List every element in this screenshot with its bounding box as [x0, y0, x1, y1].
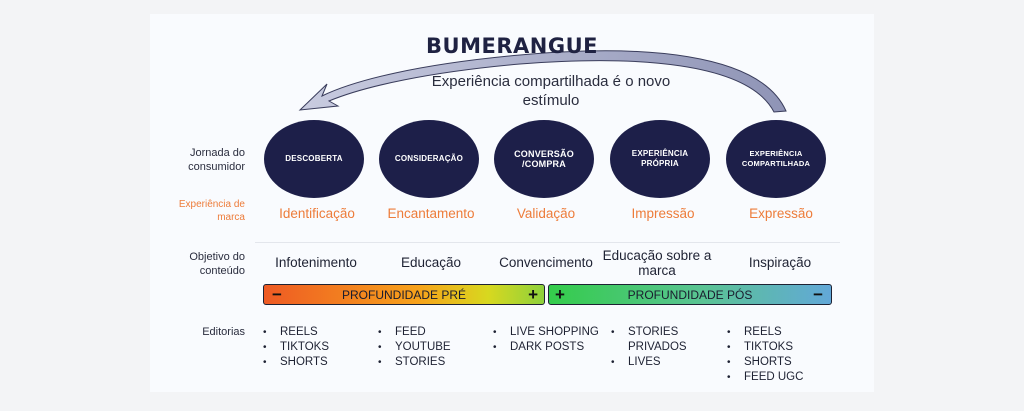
objective-inspiracao: Inspiração: [748, 255, 812, 270]
depth-bar-pos: + PROFUNDIDADE PÓS −: [548, 284, 832, 305]
brand-exp-identificacao: Identificação: [279, 206, 355, 221]
editorial-list-experiencia-propria: STORIES PRIVADOS LIVES: [611, 325, 711, 370]
list-item: DARK POSTS: [493, 340, 599, 355]
list-item: YOUTUBE: [378, 340, 451, 355]
list-item: STORIES PRIVADOS: [611, 325, 711, 355]
editorial-list-experiencia-compartilhada: REELS TIKTOKS SHORTS FEED UGC: [727, 325, 803, 385]
minus-icon: −: [272, 285, 282, 304]
list-item: TIKTOKS: [263, 340, 329, 355]
list-item: REELS: [727, 325, 803, 340]
depth-bar-pre: − PROFUNDIDADE PRÉ +: [263, 284, 545, 305]
brand-exp-validacao: Validação: [516, 206, 576, 221]
list-item: LIVE SHOPPING: [493, 325, 599, 340]
list-item: FEED UGC: [727, 370, 803, 385]
depth-bar-pos-label: PROFUNDIDADE PÓS: [627, 287, 753, 302]
editorial-list-descoberta: REELS TIKTOKS SHORTS: [263, 325, 329, 370]
list-item: REELS: [263, 325, 329, 340]
objective-convencimento: Convencimento: [499, 255, 593, 270]
stage-experiencia-compartilhada: EXPERIÊNCIA COMPARTILHADA: [726, 120, 826, 198]
brand-exp-expressao: Expressão: [749, 206, 813, 221]
stage-experiencia-propria: EXPERIÊNCIA PRÓPRIA: [610, 120, 710, 198]
list-item: TIKTOKS: [727, 340, 803, 355]
diagram-subtitle: Experiência compartilhada é o novo estím…: [431, 73, 671, 109]
plus-icon: +: [555, 285, 565, 304]
stage-conversao: CONVERSÃO /COMPRA: [494, 120, 594, 198]
objective-infotenimento: Infotenimento: [275, 255, 357, 270]
row-label-journey: Jornada do consumidor: [188, 147, 245, 173]
editorial-list-conversao: LIVE SHOPPING DARK POSTS: [493, 325, 599, 355]
list-item: SHORTS: [263, 355, 329, 370]
depth-bar-pre-label: PROFUNDIDADE PRÉ: [341, 287, 466, 302]
editorial-list-consideracao: FEED YOUTUBE STORIES: [378, 325, 451, 370]
objective-educacao-marca: Educação sobre a marca: [602, 248, 712, 278]
row-divider: [255, 242, 840, 243]
brand-exp-encantamento: Encantamento: [387, 206, 475, 221]
list-item: SHORTS: [727, 355, 803, 370]
plus-icon: +: [528, 285, 538, 304]
minus-icon: −: [813, 285, 823, 304]
objective-educacao: Educação: [400, 255, 462, 270]
diagram-title: BUMERANGUE: [426, 34, 598, 58]
brand-exp-impressao: Impressão: [631, 206, 695, 221]
row-label-objective: Objetivo do conteúdo: [189, 251, 245, 277]
list-item: STORIES: [378, 355, 451, 370]
stage-consideracao: CONSIDERAÇÃO: [379, 120, 479, 198]
row-label-editorials: Editorias: [202, 326, 245, 338]
list-item: LIVES: [611, 355, 711, 370]
list-item: FEED: [378, 325, 451, 340]
row-label-brand-experience: Experiência de marca: [178, 199, 245, 223]
stage-descoberta: DESCOBERTA: [264, 120, 364, 198]
